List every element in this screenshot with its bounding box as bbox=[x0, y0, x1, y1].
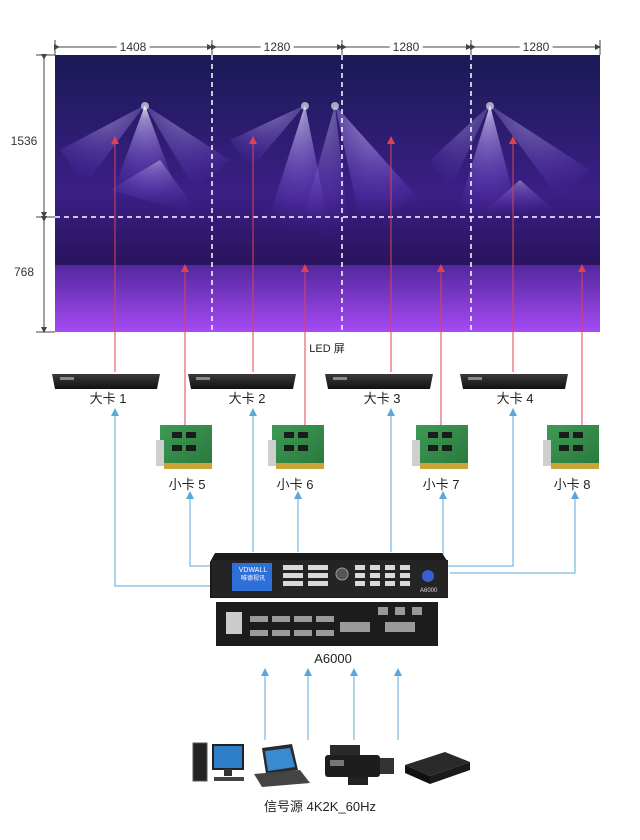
width-label-2: 1280 bbox=[260, 40, 294, 54]
sending-card-3 bbox=[325, 374, 433, 389]
source-to-processor-arrows bbox=[261, 668, 402, 740]
processor-brand-name: VDWALL bbox=[238, 567, 268, 574]
receiving-card-7-label: 小卡 7 bbox=[422, 477, 460, 492]
receiving-card-6-label: 小卡 6 bbox=[276, 477, 314, 492]
receiving-card-5 bbox=[156, 425, 212, 469]
processor-panel-model: A6000 bbox=[420, 588, 438, 594]
receiving-card-5-label: 小卡 5 bbox=[168, 477, 206, 492]
computer-icon bbox=[192, 742, 244, 782]
sending-card-1-label: 大卡 1 bbox=[89, 391, 127, 406]
sending-card-3-label: 大卡 3 bbox=[363, 391, 401, 406]
width-label-4: 1280 bbox=[519, 40, 553, 54]
receiving-card-7 bbox=[412, 425, 468, 469]
processor-rear-panel bbox=[216, 602, 438, 646]
processor-front-panel bbox=[210, 553, 448, 598]
laptop-icon bbox=[254, 744, 310, 787]
processor-power-button bbox=[422, 570, 434, 582]
sending-card-2 bbox=[188, 374, 296, 389]
sending-card-4-label: 大卡 4 bbox=[496, 391, 534, 406]
source-label: 信号源 4K2K_60Hz bbox=[264, 799, 376, 814]
processor-label: A6000 bbox=[314, 651, 352, 666]
sending-card-4 bbox=[460, 374, 568, 389]
width-label-3: 1280 bbox=[389, 40, 423, 54]
sending-card-1 bbox=[52, 374, 160, 389]
processor-brand-subtitle: 唯德视讯 bbox=[240, 576, 265, 582]
width-label-1: 1408 bbox=[116, 40, 150, 54]
processor-display bbox=[232, 563, 272, 591]
processor-brand: VDWALL 唯德视讯 bbox=[236, 566, 270, 584]
receiving-card-8-label: 小卡 8 bbox=[553, 477, 591, 492]
height-label-1: 1536 bbox=[10, 134, 38, 148]
processor-to-card-arrows bbox=[111, 408, 579, 587]
sending-card-2-label: 大卡 2 bbox=[228, 391, 266, 406]
processor-knob bbox=[335, 567, 349, 581]
screen-label: LED 屏 bbox=[309, 343, 345, 355]
led-screen bbox=[55, 55, 600, 332]
screen-grid-lines bbox=[55, 55, 600, 332]
receiving-card-8 bbox=[543, 425, 599, 469]
card-to-screen-arrows bbox=[111, 136, 586, 425]
media-box-icon bbox=[405, 752, 470, 784]
receiving-card-6 bbox=[268, 425, 324, 469]
stage-floor bbox=[55, 265, 600, 332]
height-label-2: 768 bbox=[13, 265, 35, 279]
camcorder-icon bbox=[325, 745, 394, 785]
